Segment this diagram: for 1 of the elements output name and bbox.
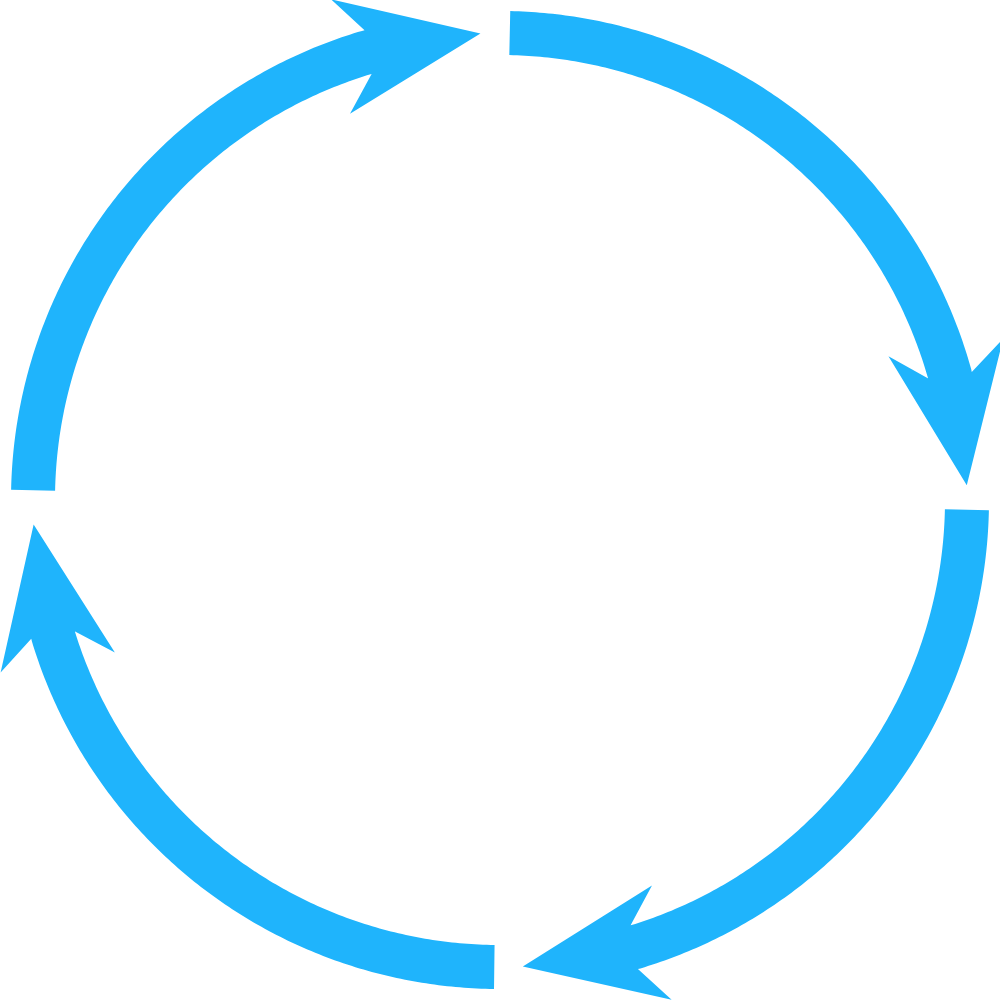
cycle-arrows-drawing [0, 0, 1000, 1000]
